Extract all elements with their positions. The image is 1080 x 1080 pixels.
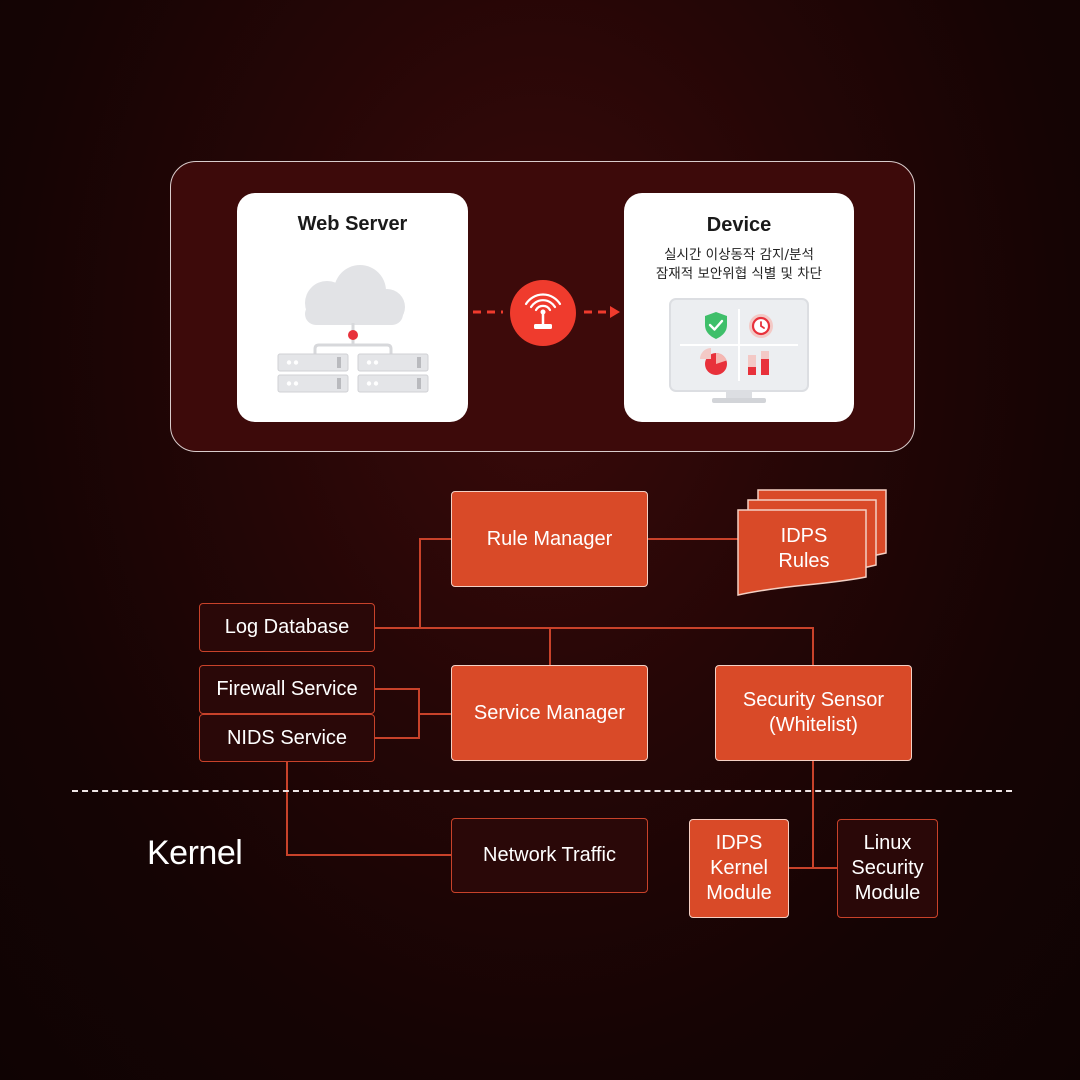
linux-sec-line1: Linux [863,832,912,854]
security-sensor-box: Security Sensor (Whitelist) [715,665,912,761]
connector [419,538,421,629]
monitor-dashboard-icon [669,298,809,403]
connector [648,538,740,540]
web-server-card: Web Server [237,193,468,422]
web-server-title: Web Server [297,213,408,235]
connector [419,538,451,540]
linux-security-module-box: Linux Security Module [837,819,938,918]
connector [812,761,814,869]
rule-manager-box: Rule Manager [451,491,648,587]
network-traffic-label: Network Traffic [483,844,616,866]
connector [418,713,451,715]
security-sensor-line1: Security Sensor [742,689,885,711]
connector [549,627,551,665]
idps-rules-line1: IDPS [780,525,828,547]
connector [286,854,451,856]
device-title: Device [706,214,772,236]
connector [374,688,420,690]
service-manager-label: Service Manager [473,701,626,724]
device-desc-line2: 잠재적 보안위협 식별 및 차단 [655,266,823,282]
log-database-box: Log Database [199,603,375,652]
connector [812,627,814,665]
server-cloud-icon [277,265,429,393]
connector [286,762,288,856]
connector [788,867,838,869]
log-database-label: Log Database [224,616,350,638]
firewall-service-label: Firewall Service [216,678,358,700]
service-manager-box: Service Manager [451,665,648,761]
idps-kernel-line1: IDPS [715,832,763,854]
linux-sec-line3: Module [854,882,921,904]
transmission-arrow [473,306,620,318]
idps-rules-label: IDPS Rules [738,524,870,574]
idps-rules-document-icon [737,489,887,596]
kernel-divider [72,790,1012,792]
rule-manager-label: Rule Manager [486,527,613,550]
idps-kernel-line3: Module [706,882,772,904]
nids-service-box: NIDS Service [199,714,375,762]
firewall-service-box: Firewall Service [199,665,375,714]
device-card: Device 실시간 이상동작 감지/분석 잠재적 보안위협 식별 및 차단 [624,193,854,422]
connector [374,737,420,739]
network-traffic-box: Network Traffic [451,818,648,893]
kernel-label: Kernel [147,834,243,872]
connector [374,627,814,629]
signal-tower-icon [510,280,576,346]
idps-rules-line2: Rules [778,550,830,572]
linux-sec-line2: Security [851,857,924,879]
idps-kernel-line2: Kernel [710,857,768,879]
device-desc-line1: 실시간 이상동작 감지/분석 [664,247,814,263]
nids-service-label: NIDS Service [226,726,348,749]
idps-kernel-module-box: IDPS Kernel Module [689,819,789,918]
security-sensor-line2: (Whitelist) [769,714,858,736]
